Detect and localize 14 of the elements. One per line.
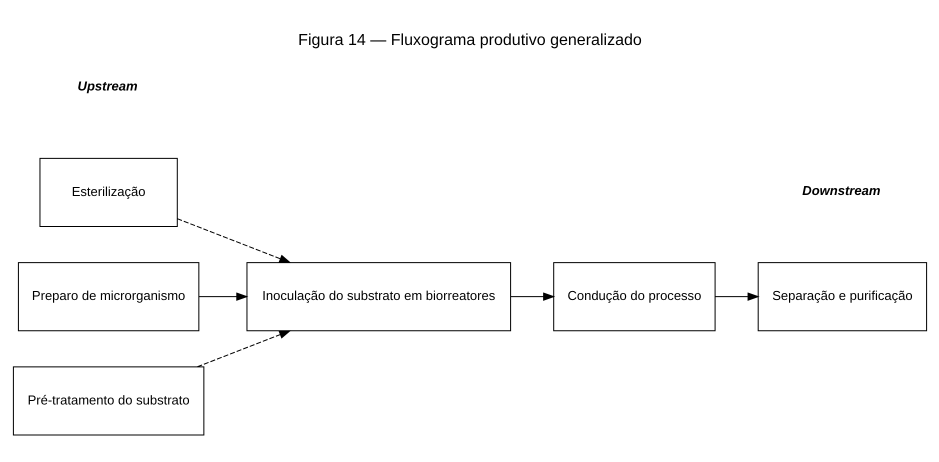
- arrow: [196, 330, 291, 367]
- node-box: Inoculação do substrato em biorreatores: [246, 262, 511, 331]
- arrow: [510, 292, 555, 300]
- label: Upstream: [77, 78, 138, 94]
- node-box: Esterilização: [38, 157, 178, 226]
- node-box: Preparo de microrganismo: [17, 262, 199, 331]
- arrow: [198, 292, 248, 300]
- arrow: [176, 218, 291, 263]
- arrow: [714, 292, 760, 300]
- node-box: Pré-tratamento do substrato: [12, 366, 204, 435]
- node-box: Separação e purificação: [757, 262, 927, 331]
- node-box: Condução do processo: [552, 262, 716, 331]
- label: Downstream: [802, 182, 880, 198]
- diagram-title: Figura 14 — Fluxograma produtivo generalizado: [298, 30, 642, 48]
